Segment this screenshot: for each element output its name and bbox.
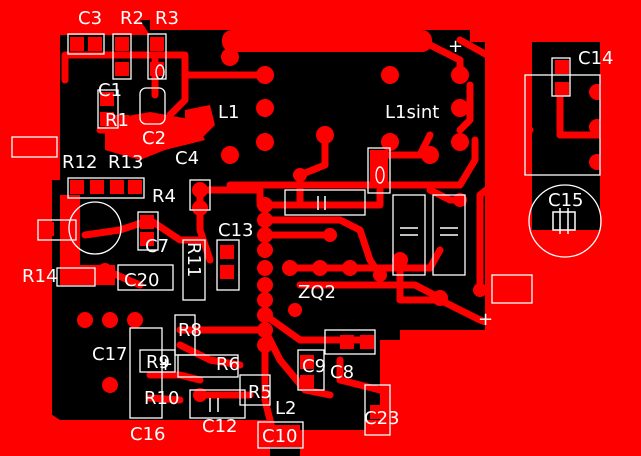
label-zq2: ZQ2 [298, 282, 336, 303]
label-r8: R8 [178, 320, 202, 341]
label-r5: R5 [248, 382, 272, 403]
through-hole-pads [77, 48, 605, 402]
orientation-glyphs [155, 64, 385, 184]
label-c4: C4 [175, 148, 199, 169]
plus-mark: + [448, 36, 463, 57]
label-r9: R9 [146, 352, 170, 373]
label-c10: C10 [262, 426, 297, 447]
label-c15: C15 [548, 190, 583, 211]
label-c1: C1 [98, 80, 122, 101]
component-labels: C3 R2 R3 C1 R1 C2 L1 L1sint C14 C4 R12 R… [22, 8, 613, 447]
label-c12: C12 [202, 416, 237, 437]
label-r11: R11 [183, 242, 204, 277]
label-r2: R2 [120, 8, 144, 29]
label-c23: C23 [364, 408, 399, 429]
label-r12: R12 [62, 152, 97, 173]
label-c7: C7 [145, 236, 169, 257]
label-c2: C2 [142, 128, 166, 149]
label-l2: L2 [275, 398, 296, 419]
label-c17: C17 [92, 344, 127, 365]
silkscreen-outlines [11, 33, 602, 449]
top-bus-trace [222, 30, 432, 52]
label-c8: C8 [330, 362, 354, 383]
label-r4: R4 [152, 186, 176, 207]
label-c16: C16 [130, 424, 165, 445]
plus-mark: + [158, 354, 173, 375]
label-l1sint: L1sint [385, 102, 439, 123]
label-r14: R14 [22, 266, 57, 287]
plus-mark: + [478, 309, 493, 330]
polarity-marks: + + + [158, 36, 493, 375]
label-c3: C3 [78, 8, 102, 29]
label-r3: R3 [155, 8, 179, 29]
label-c14: C14 [578, 48, 613, 69]
label-c20: C20 [124, 270, 159, 291]
label-r10: R10 [144, 388, 179, 409]
silkscreen-marks [209, 196, 576, 412]
label-r13: R13 [108, 152, 143, 173]
label-r6: R6 [216, 354, 240, 375]
label-l1: L1 [218, 102, 239, 123]
label-c13: C13 [218, 220, 253, 241]
label-r1: R1 [105, 110, 129, 131]
label-c9: C9 [302, 356, 326, 377]
